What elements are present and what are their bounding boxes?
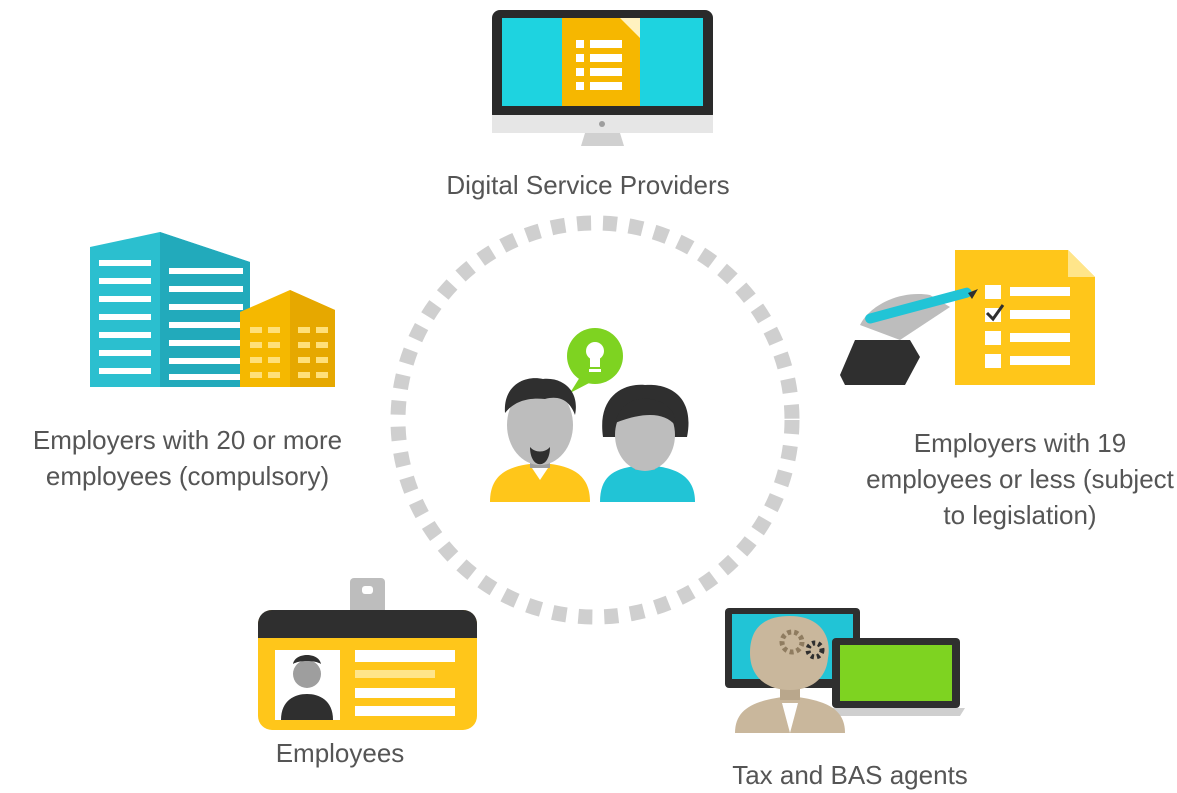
office-buildings-icon <box>90 232 335 387</box>
label-line: employees or less (subject <box>866 464 1174 494</box>
monitor-document-icon <box>492 10 713 146</box>
label-employees: Employees <box>275 738 405 768</box>
node-employers-19-or-less <box>840 245 1100 390</box>
center-people-group <box>485 325 715 510</box>
node-employees <box>255 578 480 733</box>
label-line: Employers with 20 or more <box>32 425 343 455</box>
label-employers-20-plus: Employers with 20 or more employees (com… <box>0 422 375 494</box>
checklist-signing-icon <box>840 250 1095 385</box>
label-tax-bas-agents: Tax and BAS agents <box>732 760 968 790</box>
people-idea-icon <box>490 328 695 502</box>
node-digital-service-providers <box>490 10 715 155</box>
label-employers-19-or-less: Employers with 19 employees or less (sub… <box>855 425 1177 533</box>
label-digital-service-providers: Digital Service Providers <box>446 170 730 200</box>
id-badge-icon <box>258 578 477 730</box>
agent-computers-icon <box>725 608 965 733</box>
node-tax-bas-agents <box>720 608 965 738</box>
lightbulb-icon <box>567 328 623 393</box>
node-employers-20-plus <box>85 232 340 387</box>
label-line: to legislation) <box>943 500 1097 530</box>
label-line: Employers with 19 <box>913 428 1127 458</box>
label-line: employees (compulsory) <box>45 461 330 491</box>
